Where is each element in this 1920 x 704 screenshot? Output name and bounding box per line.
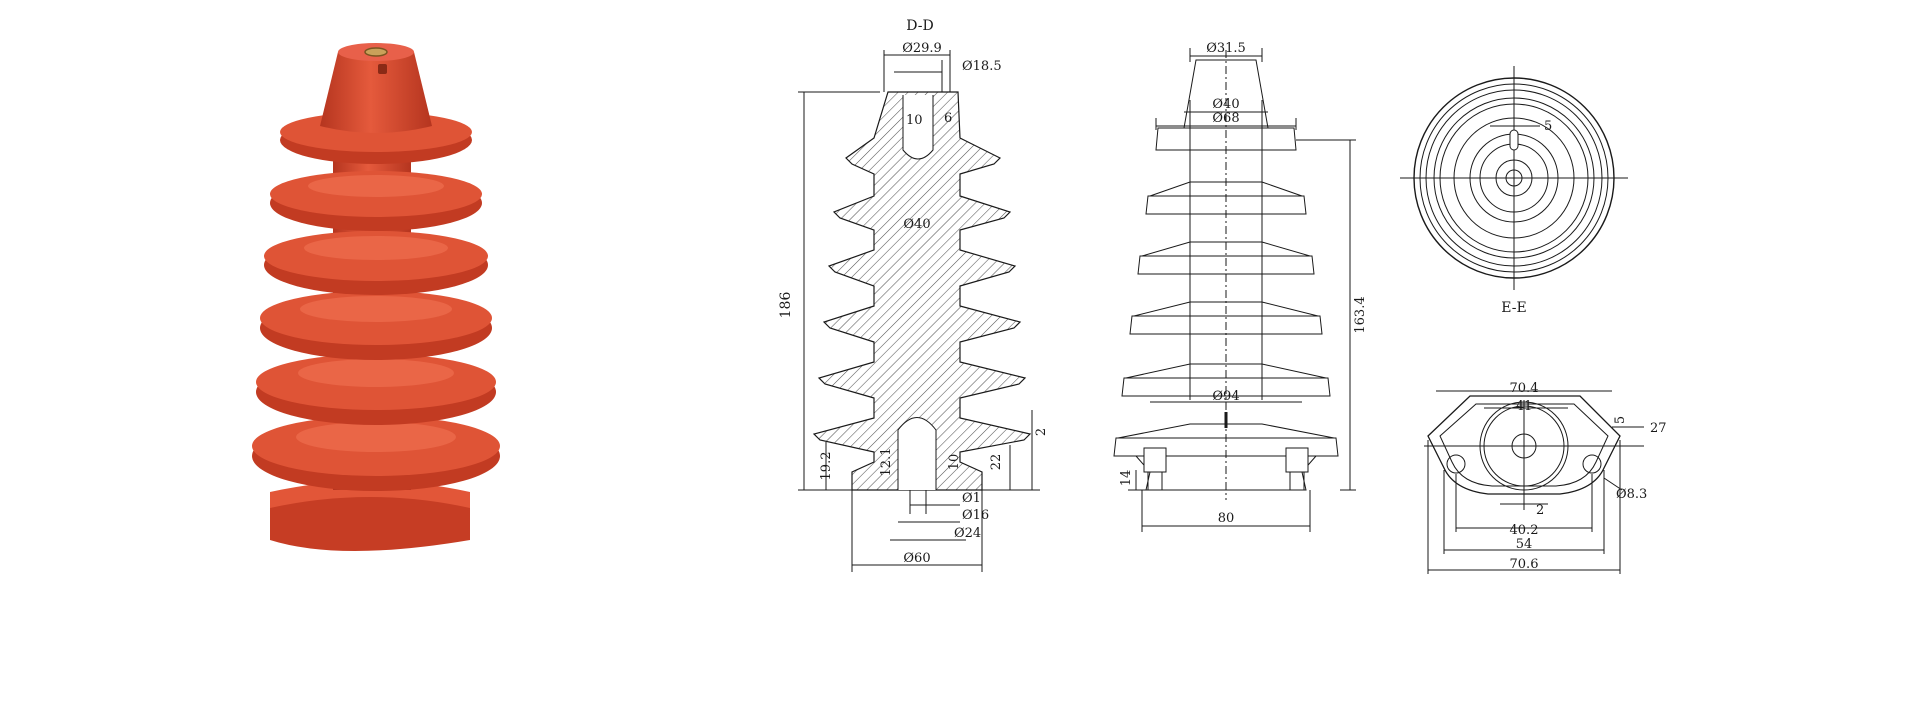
dim-bottom-center-gap: 2 [1536, 503, 1544, 518]
section-title: D-D [906, 18, 933, 34]
dim-insert-right: 10 [947, 454, 962, 471]
insulator-sheds [252, 112, 500, 491]
insulator-top-terminal [364, 47, 388, 57]
dim-top-bore: Ø18.5 [962, 59, 1002, 74]
dim-top-outer: Ø29.9 [902, 41, 942, 56]
dim-bottom-hole: Ø8.3 [1616, 487, 1647, 502]
dim-d16: Ø16 [962, 508, 989, 523]
dim-bottom-offset-right: 27 [1650, 421, 1667, 436]
dim-side-top: Ø31.5 [1206, 41, 1246, 56]
dim-d1: Ø1 [962, 491, 981, 506]
dim-bottom-flat: 54 [1516, 537, 1533, 552]
section-view-dd: D-D Ø29.9 Ø18.5 10 [778, 18, 1049, 572]
dim-side-base-height: 14 [1119, 470, 1134, 487]
insulator-photo [252, 43, 500, 551]
top-view-title: E-E [1501, 300, 1526, 316]
dim-bottom-top-width: 70.4 [1510, 381, 1539, 396]
dim-bottom-hole-spacing: 40.2 [1510, 523, 1539, 538]
dim-side-height: 163.4 [1353, 296, 1368, 333]
dim-bottom-overall: 70.6 [1510, 557, 1539, 572]
bottom-insert [897, 417, 937, 490]
dim-base-depth: 2 [1034, 428, 1049, 436]
top-view-ee: 5 E-E [1400, 66, 1628, 316]
bottom-hole-right [1582, 454, 1602, 474]
dim-height: 186 [778, 292, 794, 319]
dim-slot-depth: 6 [944, 111, 952, 126]
top-slot [902, 95, 934, 160]
dim-side-shed-top: Ø68 [1212, 111, 1239, 126]
dim-base-height: 19.2 [819, 452, 834, 481]
dim-d60: Ø60 [903, 551, 930, 566]
dim-side-neck: Ø40 [1212, 97, 1239, 112]
dim-side-base-width: 80 [1218, 511, 1235, 526]
dim-top-key: 5 [1544, 119, 1552, 134]
insulator-top-cone [320, 52, 432, 133]
dim-bottom-offset-small: 5 [1613, 416, 1628, 424]
dim-insert-depth: 22 [989, 454, 1004, 471]
bottom-outline [1427, 395, 1621, 495]
side-sheds [1113, 127, 1339, 457]
insulator-base [270, 492, 470, 551]
dim-side-shed-bottom: Ø94 [1212, 389, 1239, 404]
dim-d24: Ø24 [954, 526, 981, 541]
dim-slot-width: 10 [906, 113, 923, 128]
side-view: Ø31.5 Ø40 Ø68 Ø94 163.4 14 80 [1113, 41, 1368, 532]
bottom-view: 70.4 41 5 27 Ø8.3 2 40.2 54 70.6 [1424, 381, 1667, 574]
dim-core: Ø40 [903, 217, 930, 232]
dim-insert-left: 12.1 [879, 448, 894, 477]
dim-bottom-boss: 41 [1516, 399, 1533, 414]
bottom-hole-left [1446, 454, 1466, 474]
